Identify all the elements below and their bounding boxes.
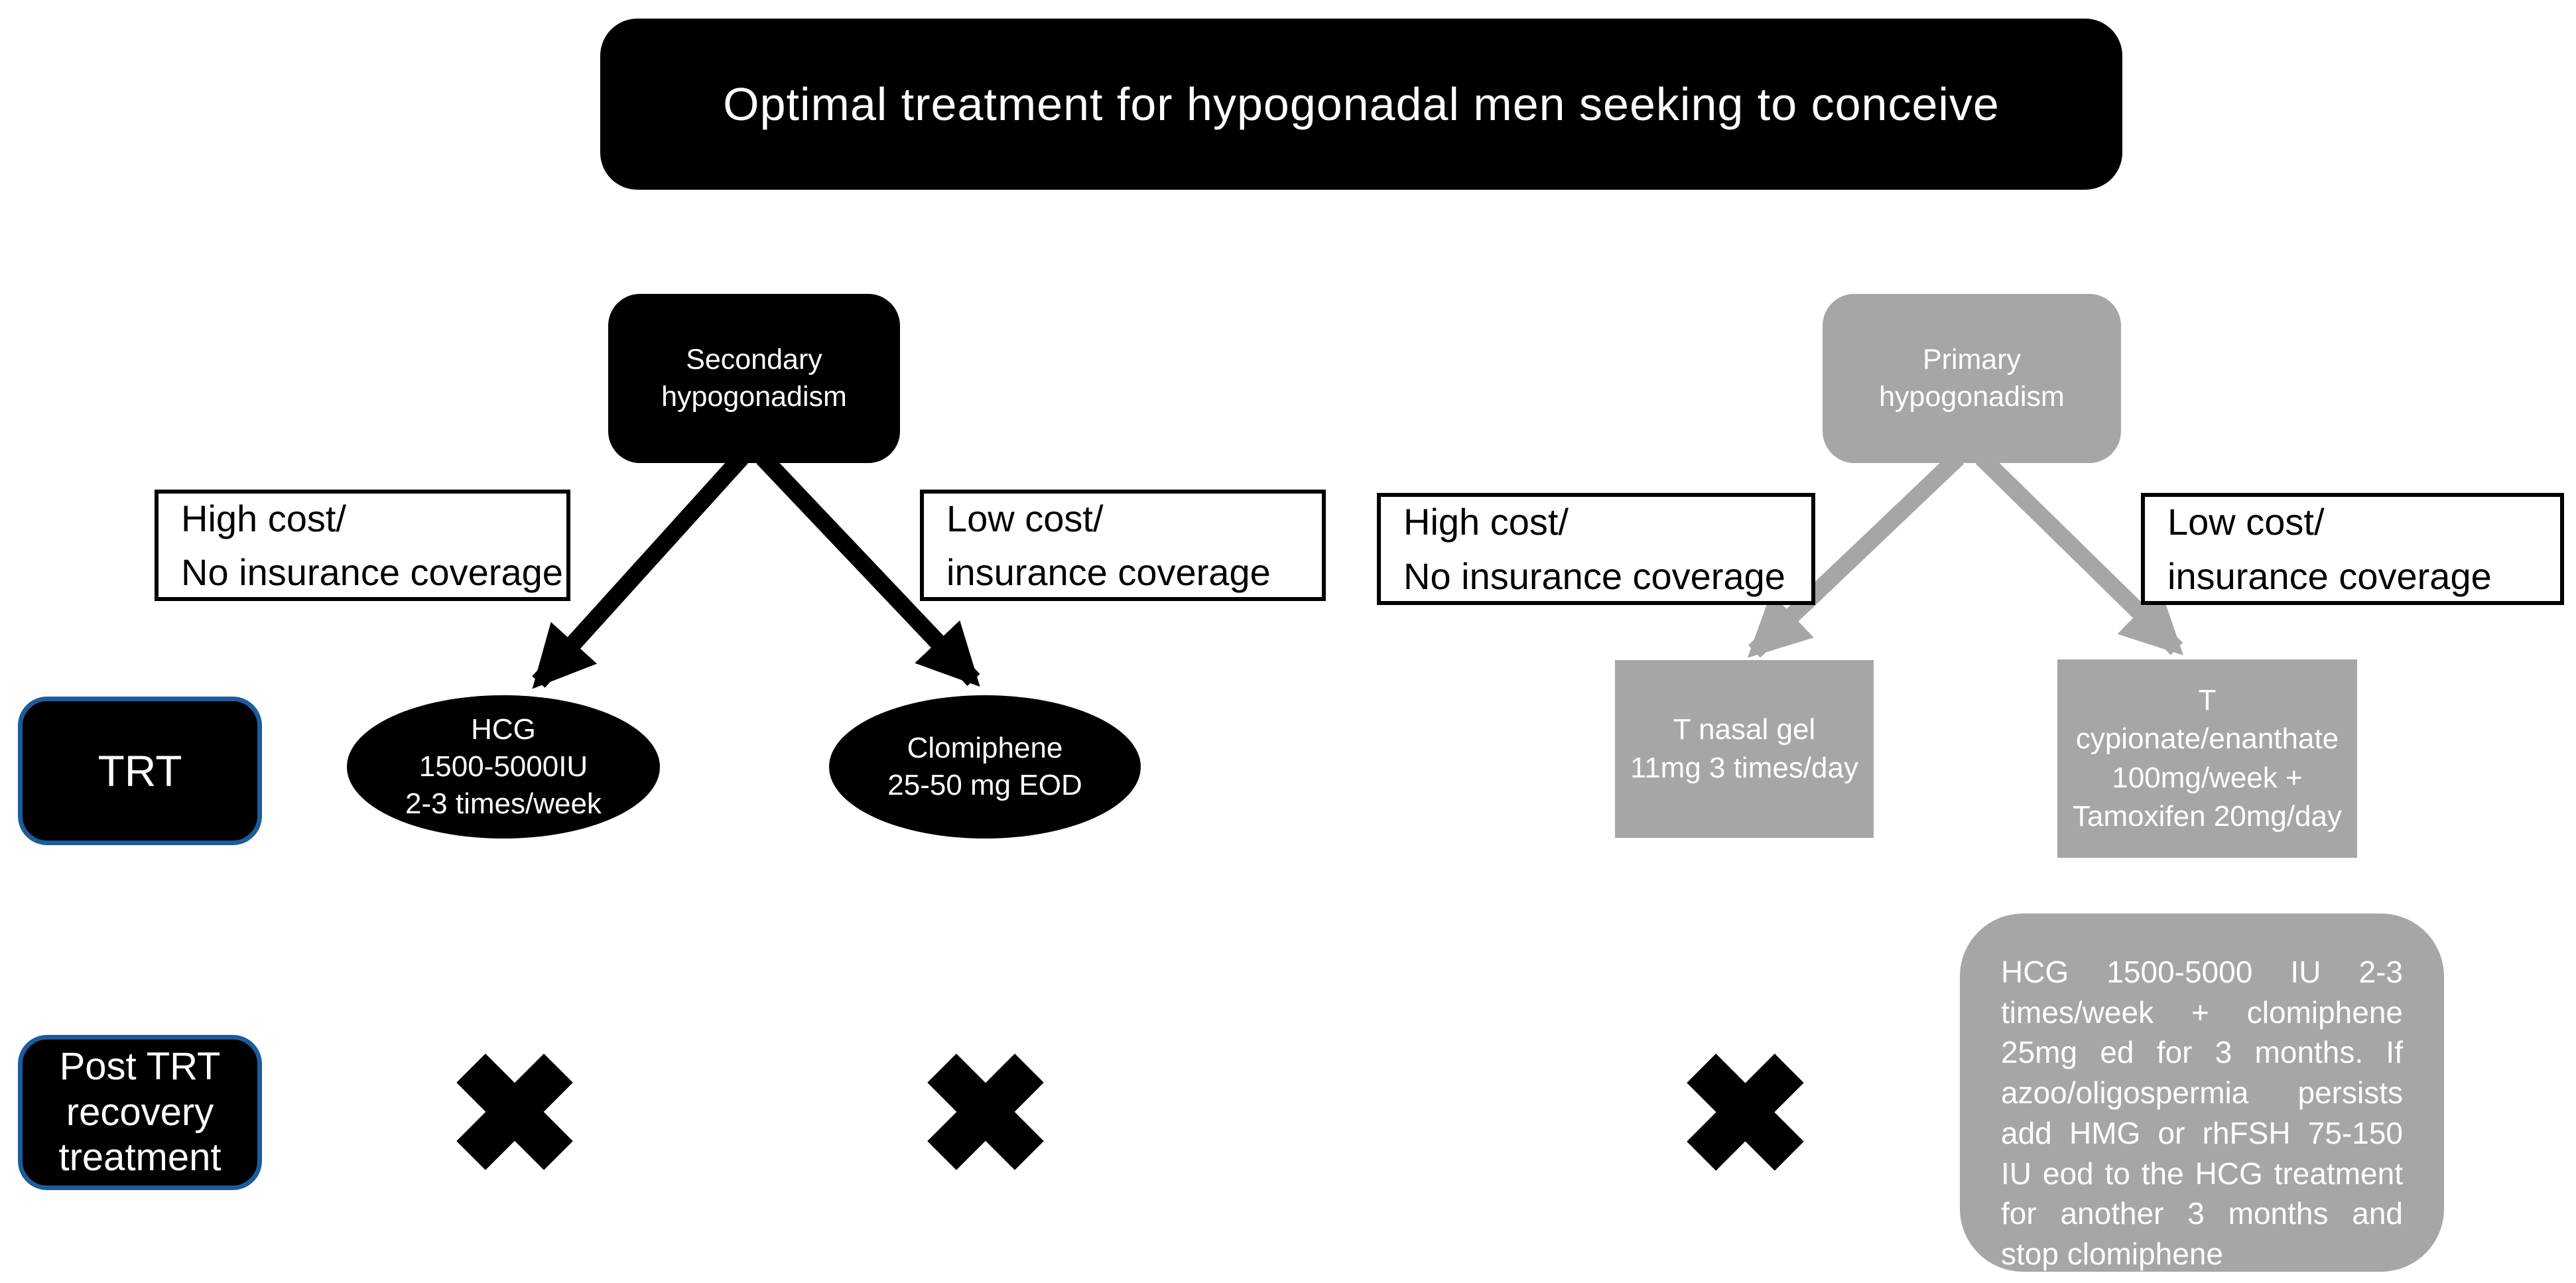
row-label-trt: TRT: [18, 697, 262, 845]
x-mark-icon: [1687, 1053, 1804, 1171]
treatment-t-cypionate-box: T cypionate/enanthate 100mg/week + Tamox…: [2057, 659, 2357, 858]
condition-secondary-low-cost: Low cost/ insurance coverage: [920, 490, 1326, 601]
node-secondary-hypogonadism: Secondary hypogonadism: [608, 294, 900, 463]
post-trt-recovery-note: HCG 1500-5000 IU 2-3 times/week + clomip…: [1960, 913, 2444, 1272]
x-mark-icon: [927, 1053, 1044, 1170]
treatment-hcg-ellipse: HCG 1500-5000IU 2-3 times/week: [347, 695, 660, 839]
treatment-clomiphene-ellipse: Clomiphene 25-50 mg EOD: [829, 695, 1141, 839]
row-label-post-trt: Post TRT recovery treatment: [18, 1035, 262, 1190]
treatment-t-nasal-gel-box: T nasal gel 11mg 3 times/day: [1615, 660, 1874, 838]
condition-primary-high-cost: High cost/ No insurance coverage: [1377, 493, 1815, 605]
x-mark-icon: [456, 1053, 573, 1170]
condition-primary-low-cost: Low cost/ insurance coverage: [2141, 493, 2564, 605]
diagram-title: Optimal treatment for hypogonadal men se…: [600, 19, 2122, 190]
condition-secondary-high-cost: High cost/ No insurance coverage: [155, 490, 570, 601]
node-primary-hypogonadism: Primary hypogonadism: [1823, 294, 2121, 463]
